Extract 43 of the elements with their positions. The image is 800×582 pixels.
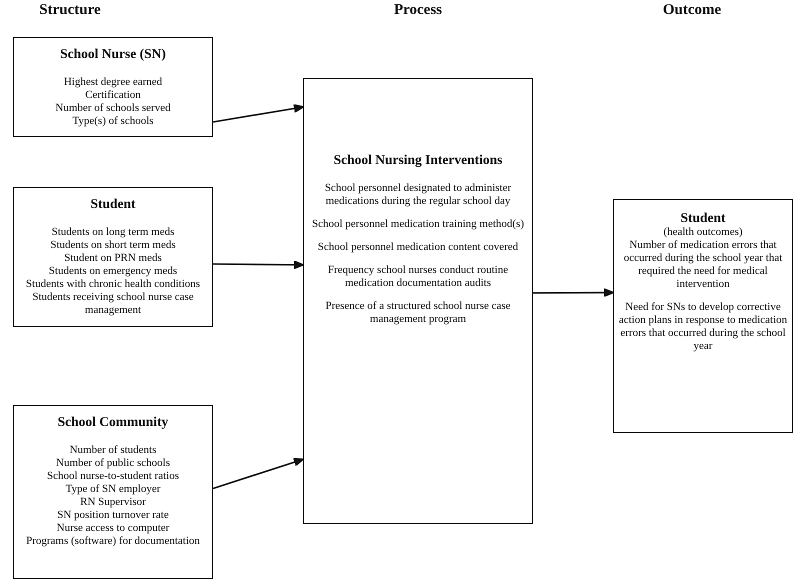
box-heading: School Nurse (SN) bbox=[59, 46, 167, 62]
item-text: RN Supervisor bbox=[79, 496, 147, 509]
box-heading: School Community bbox=[56, 414, 170, 430]
box-subheading: (health outcomes) bbox=[662, 226, 744, 239]
item-text: Highest degree earned bbox=[62, 76, 164, 89]
box-heading: School Nursing Interventions bbox=[332, 152, 504, 168]
item-text: School personnel medication training method(s) bbox=[310, 218, 525, 231]
item-text: Frequency school nurses conduct routine medication documentation audits bbox=[326, 264, 510, 290]
item-text: Presence of a structured school nurse case management program bbox=[324, 300, 512, 326]
arrow bbox=[212, 458, 304, 490]
text-box bbox=[13, 37, 213, 137]
item-text: Certification bbox=[84, 89, 142, 102]
item-text: Students on long term meds bbox=[50, 226, 176, 239]
item-text: Nurse access to computer bbox=[56, 522, 170, 535]
box-heading: Student bbox=[679, 210, 726, 226]
text-box bbox=[13, 187, 213, 327]
item-text: School nurse-to-student ratios bbox=[46, 470, 180, 483]
item-text: Student on PRN meds bbox=[63, 252, 163, 265]
item-text: Students on short term meds bbox=[49, 239, 177, 252]
item-text: School personnel designated to administer medications during the regular school day bbox=[324, 182, 512, 208]
item-text: School personnel medication content covered bbox=[316, 241, 520, 254]
arrow bbox=[533, 288, 614, 298]
text-box bbox=[613, 199, 793, 433]
item-text: Number of students bbox=[68, 444, 158, 457]
column-heading: Process bbox=[392, 2, 444, 19]
item-text: Number of medication errors that occurred during the school year that required the need for medical intervention bbox=[622, 239, 784, 291]
box-heading: Student bbox=[89, 196, 136, 212]
column-heading: Structure bbox=[38, 2, 102, 19]
item-text: Type(s) of schools bbox=[71, 115, 155, 128]
item-text: Programs (software) for documentation bbox=[25, 535, 201, 548]
item-text: Number of schools served bbox=[54, 102, 172, 115]
arrow bbox=[213, 260, 304, 270]
item-text: SN position turnover rate bbox=[56, 509, 170, 522]
text-box bbox=[303, 78, 533, 524]
arrow bbox=[212, 104, 304, 123]
item-text: Type of SN employer bbox=[64, 483, 162, 496]
item-text: Students receiving school nurse case management bbox=[31, 291, 195, 317]
text-box bbox=[13, 405, 213, 579]
item-text: Need for SNs to develop corrective action plans in response to medication errors that occurred during the school year bbox=[618, 301, 788, 353]
item-text: Students with chronic health conditions bbox=[24, 278, 202, 291]
item-text: Students on emergency meds bbox=[48, 265, 178, 278]
item-text: Number of public schools bbox=[55, 457, 171, 470]
column-heading: Outcome bbox=[662, 2, 722, 19]
